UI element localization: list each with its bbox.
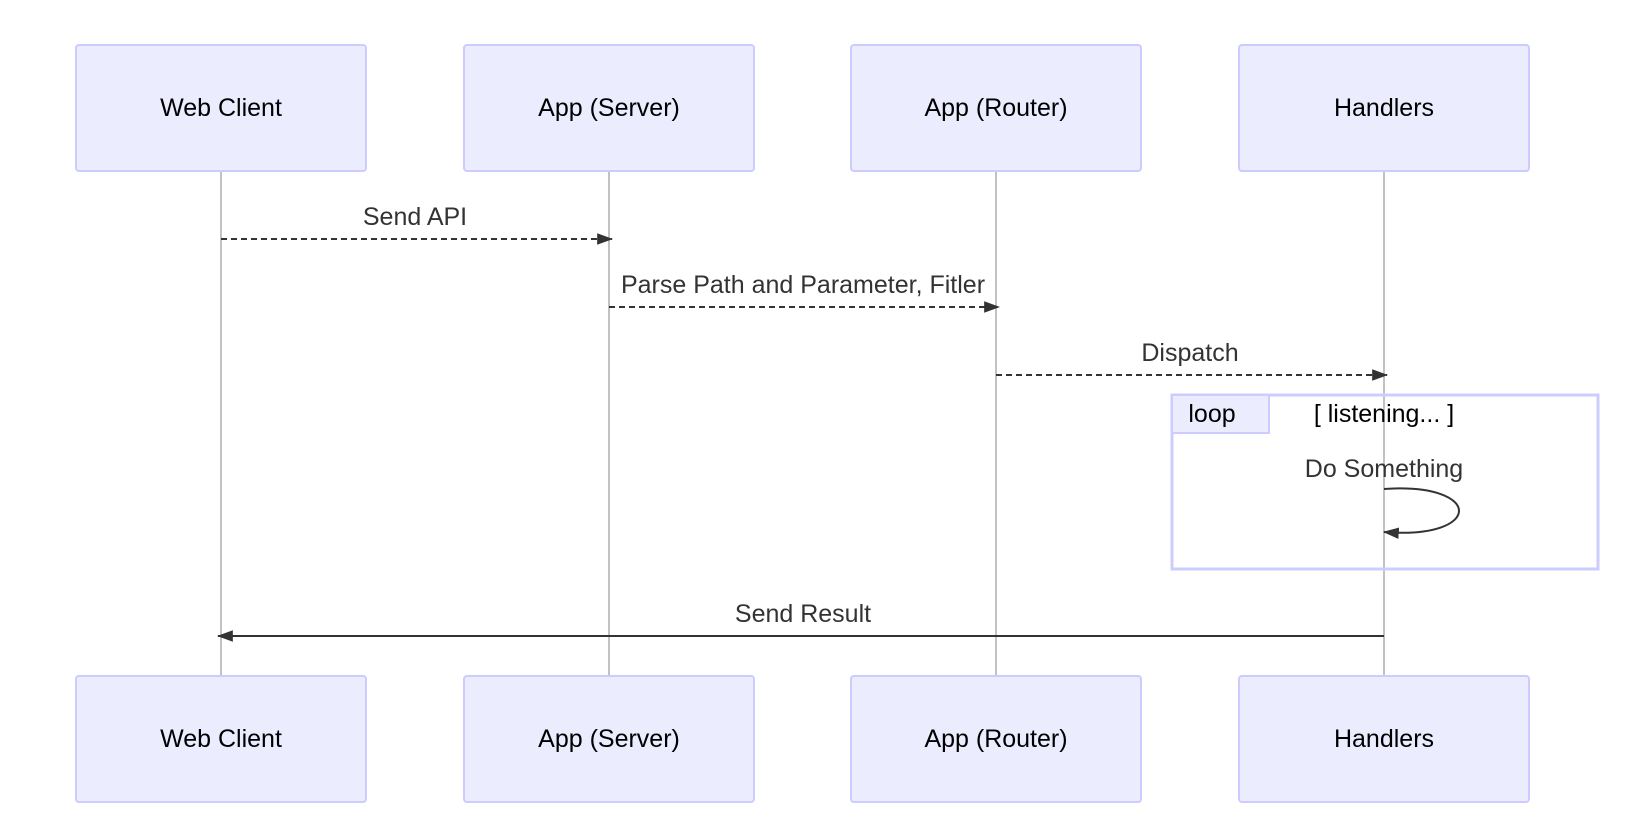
message-label: Send Result — [735, 600, 871, 628]
message-label: Do Something — [1305, 455, 1463, 483]
actor-label: Web Client — [160, 94, 282, 122]
message-label: Parse Path and Parameter, Fitler — [621, 271, 985, 299]
actor-label: App (Router) — [924, 94, 1067, 122]
message-label: Dispatch — [1141, 339, 1238, 367]
actor-top-app-server[interactable]: App (Server) — [463, 44, 755, 172]
actor-label: App (Router) — [924, 725, 1067, 753]
self-loop-arrow — [1382, 487, 1460, 539]
loop-condition: [ listening... ] — [1314, 400, 1454, 428]
loop-label: loop — [1188, 400, 1235, 428]
actor-label: Handlers — [1334, 725, 1434, 753]
actor-label: Handlers — [1334, 94, 1434, 122]
message-dispatch: Dispatch — [996, 339, 1389, 381]
actor-bottom-app-router[interactable]: App (Router) — [850, 675, 1142, 803]
actor-bottom-app-server[interactable]: App (Server) — [463, 675, 755, 803]
message-label: Send API — [363, 203, 467, 231]
actor-label: App (Server) — [538, 94, 680, 122]
actor-top-app-router[interactable]: App (Router) — [850, 44, 1142, 172]
loop-tab — [1171, 394, 1270, 434]
message-send-api: Send API — [221, 203, 614, 245]
message-send-result: Send Result — [216, 600, 1384, 642]
actor-label: App (Server) — [538, 725, 680, 753]
loop-frame: loop [ listening... ] — [1170, 393, 1600, 571]
actor-top-web-client[interactable]: Web Client — [75, 44, 367, 172]
actor-top-handlers[interactable]: Handlers — [1238, 44, 1530, 172]
actor-label: Web Client — [160, 725, 282, 753]
actor-bottom-web-client[interactable]: Web Client — [75, 675, 367, 803]
loop-box — [1170, 393, 1600, 571]
actor-bottom-handlers[interactable]: Handlers — [1238, 675, 1530, 803]
message-do-something: Do Something — [1305, 455, 1463, 539]
message-parse-path: Parse Path and Parameter, Fitler — [609, 271, 1001, 313]
